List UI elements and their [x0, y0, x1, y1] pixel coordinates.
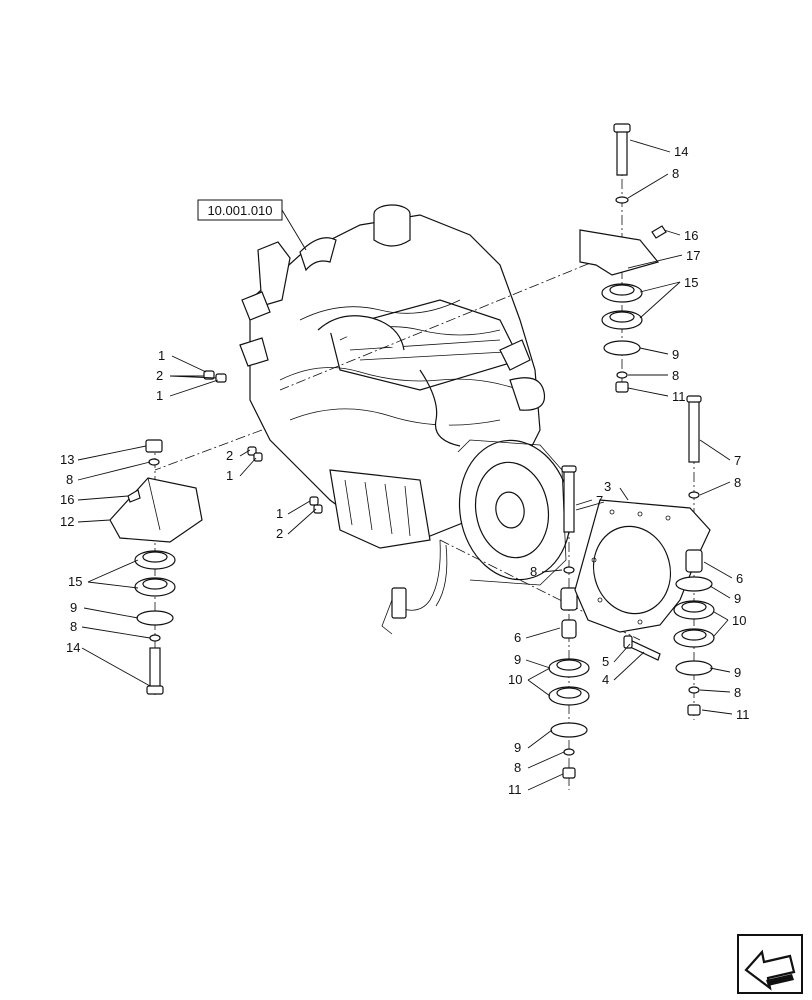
callout-label: 14	[66, 640, 80, 655]
callout-label: 12	[60, 514, 74, 529]
callout-label: 15	[68, 574, 82, 589]
callout-label: 10	[508, 672, 522, 687]
center-mount-stack	[548, 465, 590, 779]
callout-label: 8	[672, 368, 679, 383]
reference-box[interactable]: 10.001.010	[197, 199, 307, 251]
callout-label: 9	[514, 740, 521, 755]
callout-label: 15	[684, 275, 698, 290]
callout-label: 9	[734, 665, 741, 680]
callout-label: 7	[734, 453, 741, 468]
right-front-mount-stack	[673, 395, 715, 716]
callout-label: 8	[734, 685, 741, 700]
callout-label: 16	[60, 492, 74, 507]
callout-label: 3	[604, 479, 611, 494]
callout-label: 8	[70, 619, 77, 634]
callout-label: 6	[736, 571, 743, 586]
callout-label: 9	[70, 600, 77, 615]
callout-label: 9	[734, 591, 741, 606]
previous-page-arrow-icon[interactable]	[737, 934, 803, 994]
callout-label: 16	[684, 228, 698, 243]
callout-label: 8	[672, 166, 679, 181]
callout-label: 11	[736, 707, 750, 722]
callout-label: 1	[156, 388, 163, 403]
callout-label: 14	[674, 144, 688, 159]
callout-label: 17	[686, 248, 700, 263]
callout-label: 7	[596, 493, 603, 508]
callout-label: 13	[60, 452, 74, 467]
left-mount-stack	[109, 439, 203, 695]
flywheel-housing-bracket	[574, 499, 711, 661]
callout-label: 11	[508, 782, 522, 797]
callout-label: 1	[158, 348, 165, 363]
callout-labels: 14 8 16 17 15 9 8 11 7 8 7 3 6 9 10 9 8 …	[60, 144, 750, 797]
callout-label: 9	[514, 652, 521, 667]
callout-label: 1	[276, 506, 283, 521]
callout-label: 6	[514, 630, 521, 645]
callout-label: 1	[226, 468, 233, 483]
callout-label: 2	[226, 448, 233, 463]
callout-label: 8	[530, 564, 537, 579]
small-fittings	[203, 370, 323, 514]
callout-label: 8	[66, 472, 73, 487]
callout-label: 5	[602, 654, 609, 669]
callout-label: 2	[276, 526, 283, 541]
reference-box-text: 10.001.010	[207, 203, 272, 218]
engine-assembly-illustration	[239, 204, 572, 635]
callout-label: 4	[602, 672, 609, 687]
leader-lines	[77, 139, 733, 791]
right-rear-mount-stack	[579, 123, 667, 393]
callout-label: 8	[734, 475, 741, 490]
callout-label: 10	[732, 613, 746, 628]
callout-label: 8	[514, 760, 521, 775]
callout-label: 2	[156, 368, 163, 383]
callout-label: 9	[672, 347, 679, 362]
callout-label: 11	[672, 389, 686, 404]
